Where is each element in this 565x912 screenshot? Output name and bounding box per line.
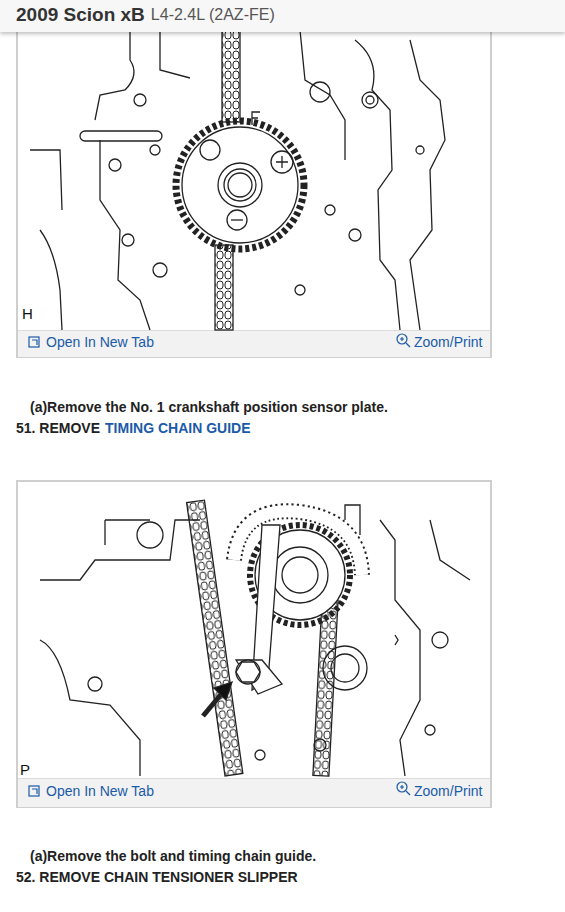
toolbar-link: Zoom/Print xyxy=(414,783,482,799)
step-heading: 51. REMOVE xyxy=(16,420,100,436)
step-text: (a)Remove the No. 1 crankshaft position … xyxy=(30,399,388,415)
step-heading: 52. REMOVE CHAIN TENSIONER SLIPPER xyxy=(16,869,298,885)
step-link: TIMING CHAIN GUIDE xyxy=(105,420,250,436)
page-title: 2009 Scion xB xyxy=(16,4,145,26)
toolbar-link: Zoom/Print xyxy=(414,334,482,350)
figure-letter: P xyxy=(20,761,30,778)
engine-label: L4-2.4L (2AZ-FE) xyxy=(151,6,275,24)
figure-letter: H xyxy=(22,305,33,322)
header-bar: 2009 Scion xB L4-2.4L (2AZ-FE) xyxy=(0,0,565,32)
toolbar-link: Open In New Tab xyxy=(46,334,154,350)
step-text: (a)Remove the bolt and timing chain guid… xyxy=(30,848,316,864)
toolbar-link: Open In New Tab xyxy=(46,783,154,799)
